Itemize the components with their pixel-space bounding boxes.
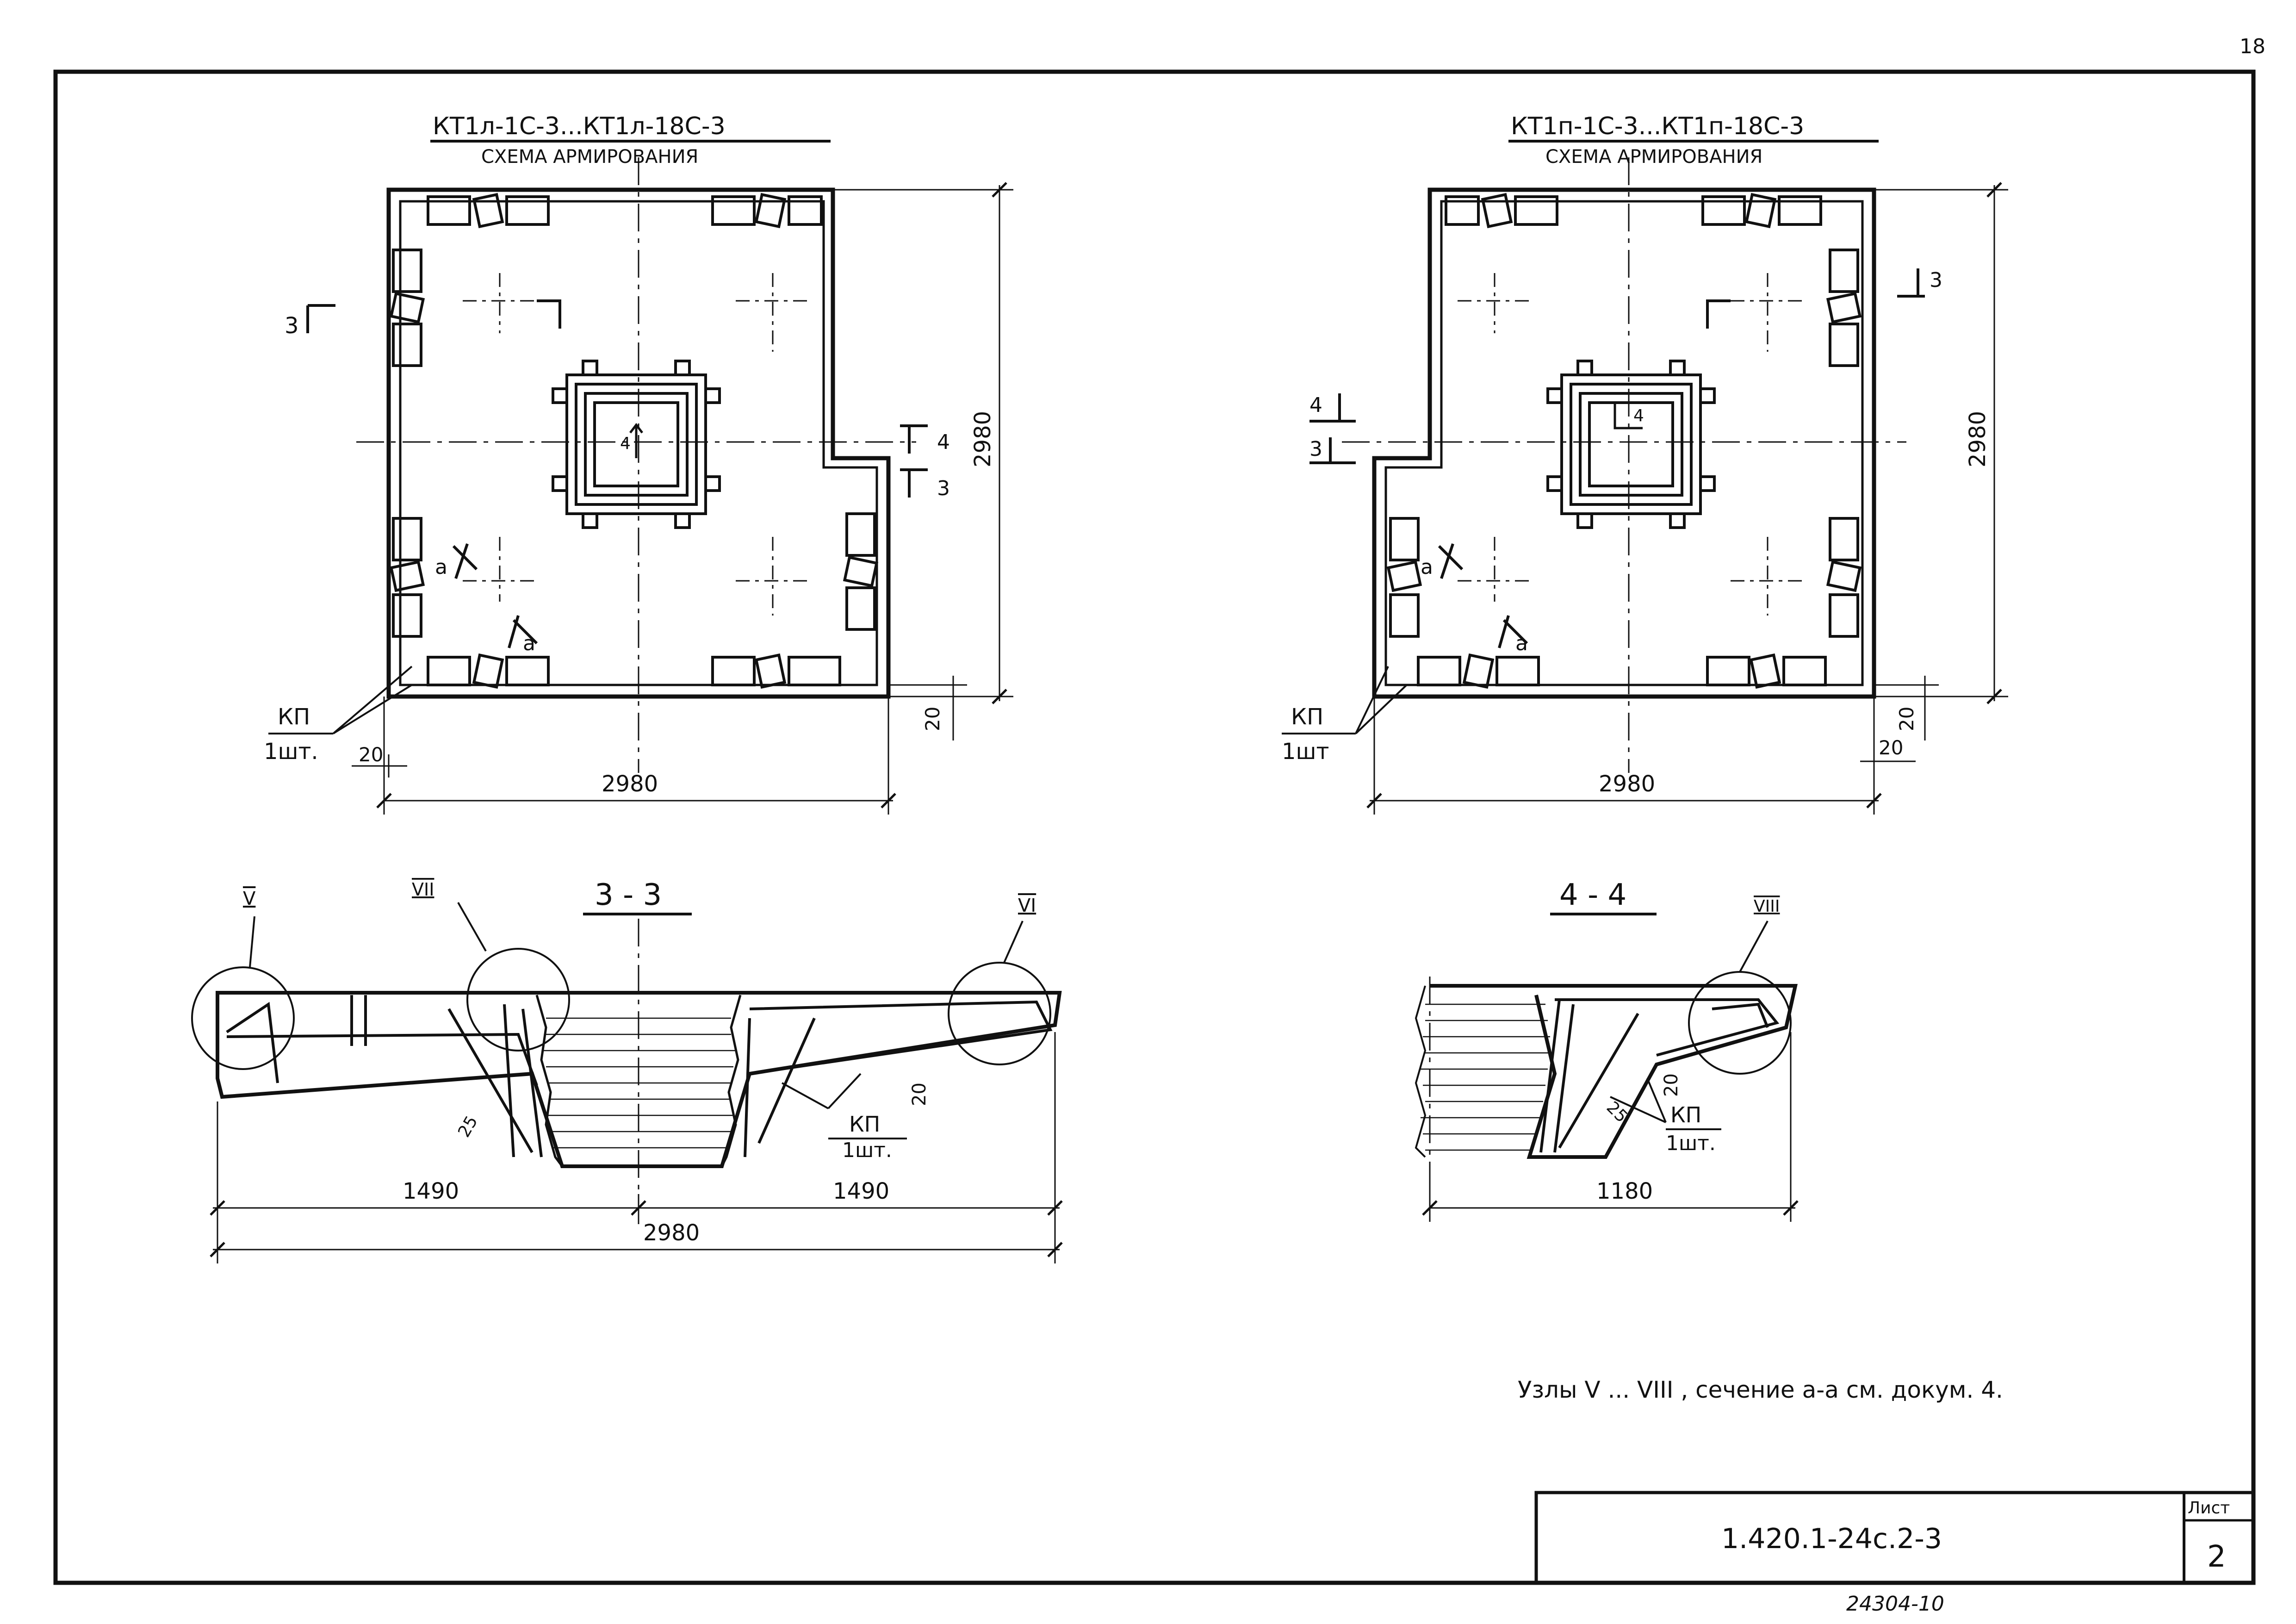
left-cut3b-label: 3 xyxy=(937,477,950,500)
doc-code: 1.420.1-24с.2-3 xyxy=(1721,1523,1942,1555)
node-vii-label: VII xyxy=(412,879,434,900)
section-3-3-title: 3 - 3 xyxy=(595,878,662,912)
section-3-3-dim-20: 20 xyxy=(909,1083,930,1106)
section-4-4-kp-label: КП xyxy=(1670,1102,1701,1127)
node-v-label: V xyxy=(243,888,256,909)
left-plan-title: КТ1л-1С-3...КТ1л-18С-3 xyxy=(433,112,726,140)
page-number: 18 xyxy=(2240,35,2265,58)
left-dim-gap-left: 20 xyxy=(359,743,383,766)
section-3-3-kp-qty: 1шт. xyxy=(842,1139,892,1162)
right-cut4-label: 4 xyxy=(1309,393,1322,417)
left-kp-qty: 1шт. xyxy=(264,739,318,765)
left-cup xyxy=(552,360,721,529)
left-cut4-label: 4 xyxy=(937,430,950,454)
right-cup xyxy=(1546,360,1716,529)
left-dim-width: 2980 xyxy=(602,771,658,797)
left-plan-subtitle: СХЕМА АРМИРОВАНИЯ xyxy=(481,146,698,168)
section-4-4-dim-20: 20 xyxy=(1661,1073,1682,1097)
sheet-number: 2 xyxy=(2207,1540,2226,1574)
left-cut-a1: а xyxy=(435,555,447,579)
section-4-4: 4 - 4 VIII КП 1шт. 20 25 xyxy=(1415,878,1799,1222)
section-3-3-kp-label: КП xyxy=(849,1112,880,1137)
sheet-label: Лист xyxy=(2188,1499,2230,1518)
left-cut4-inner: 4 xyxy=(620,434,631,453)
right-kp-label: КП xyxy=(1291,704,1323,730)
section-4-4-kp-qty: 1шт. xyxy=(1666,1132,1716,1155)
left-kp-label: КП xyxy=(278,704,310,730)
right-dim-gap-right: 20 xyxy=(1879,736,1903,759)
right-cut3-label: 3 xyxy=(1930,268,1942,292)
section-4-4-outline xyxy=(1430,984,1798,1159)
right-cut-a2: а xyxy=(1515,632,1528,655)
section-3-3: 3 - 3 V VII VI xyxy=(191,878,1063,1263)
right-kp-qty: 1шт xyxy=(1282,739,1329,765)
right-plan: КТ1п-1С-3...КТ1п-18С-3 СХЕМА АРМИРОВАНИЯ… xyxy=(1282,112,2008,815)
section-4-4-dim-width: 1180 xyxy=(1596,1178,1653,1204)
section-3-3-dim-right: 1490 xyxy=(833,1178,889,1204)
right-cut3b-label: 3 xyxy=(1309,437,1322,461)
right-cut4-inner: 4 xyxy=(1633,406,1644,425)
right-dim-width: 2980 xyxy=(1599,771,1655,797)
left-cut3-label: 3 xyxy=(285,313,299,339)
sheet-frame xyxy=(53,69,2256,1585)
section-3-3-dim-25: 25 xyxy=(454,1113,481,1140)
section-4-4-title: 4 - 4 xyxy=(1559,878,1626,912)
right-plan-subtitle: СХЕМА АРМИРОВАНИЯ xyxy=(1545,146,1762,168)
left-cut-a2: а xyxy=(523,632,535,655)
title-block: 1.420.1-24с.2-3 Лист 2 24304-10 xyxy=(1534,1491,2255,1616)
note-text: Узлы V ... VIII , сечение а-а см. докум.… xyxy=(1518,1376,2003,1403)
left-dim-height: 2980 xyxy=(970,411,996,467)
node-vi-label: VI xyxy=(1018,895,1036,916)
right-cut-a1: а xyxy=(1421,555,1433,579)
archive-number: 24304-10 xyxy=(1846,1592,1944,1616)
right-dim-gap-bottom: 20 xyxy=(1895,707,1918,731)
right-plan-outline xyxy=(1372,187,1876,699)
section-3-3-dim-left: 1490 xyxy=(403,1178,459,1204)
right-plan-title: КТ1п-1С-3...КТ1п-18С-3 xyxy=(1511,112,1804,140)
node-viii-label: VIII xyxy=(1754,897,1780,916)
section-3-3-dim-total: 2980 xyxy=(643,1220,700,1246)
left-plan: КТ1л-1С-3...КТ1л-18С-3 СХЕМА АРМИРОВАНИЯ xyxy=(264,112,1013,815)
left-dim-gap-bottom: 20 xyxy=(921,707,944,731)
right-dim-height: 2980 xyxy=(1965,411,1991,467)
